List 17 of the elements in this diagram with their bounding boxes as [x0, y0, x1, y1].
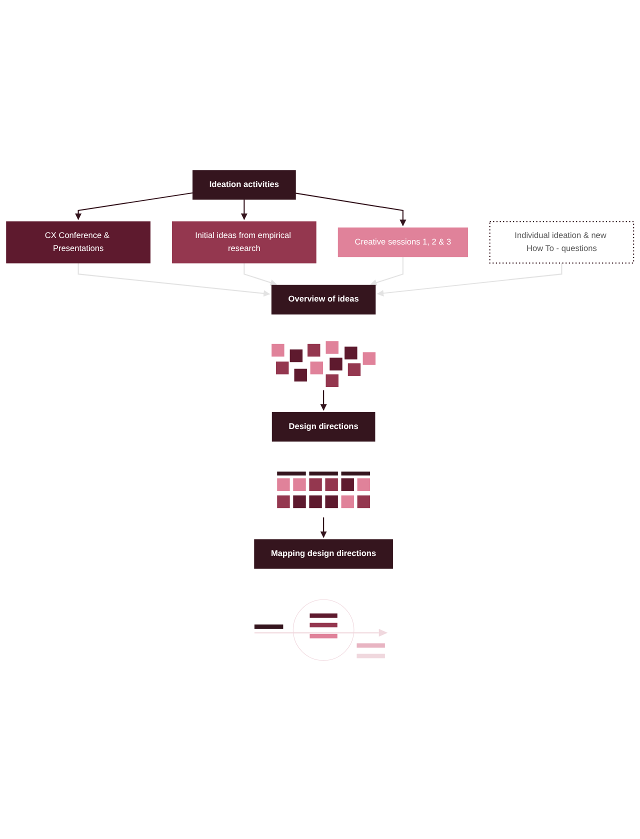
arrow — [244, 262, 278, 286]
process-box: Overview of ideas — [271, 284, 376, 314]
arrow — [370, 256, 404, 286]
process-box: Ideation activities — [192, 170, 296, 200]
note-box: Individual ideation & new How To - questions — [489, 220, 634, 264]
arrow — [295, 192, 406, 226]
process-box: Creative sessions 1, 2 & 3 — [338, 227, 468, 257]
arrow — [376, 262, 562, 296]
process-box: Initial ideas from empirical research — [172, 220, 316, 263]
arrow — [240, 199, 248, 220]
process-box: CX Conference & Presentations — [6, 220, 150, 263]
process-box: Design directions — [272, 412, 376, 442]
arrow — [75, 192, 193, 220]
arrow — [320, 390, 327, 410]
arrow — [320, 516, 327, 538]
arrow — [78, 262, 270, 296]
process-box: Mapping design directions — [254, 538, 393, 568]
